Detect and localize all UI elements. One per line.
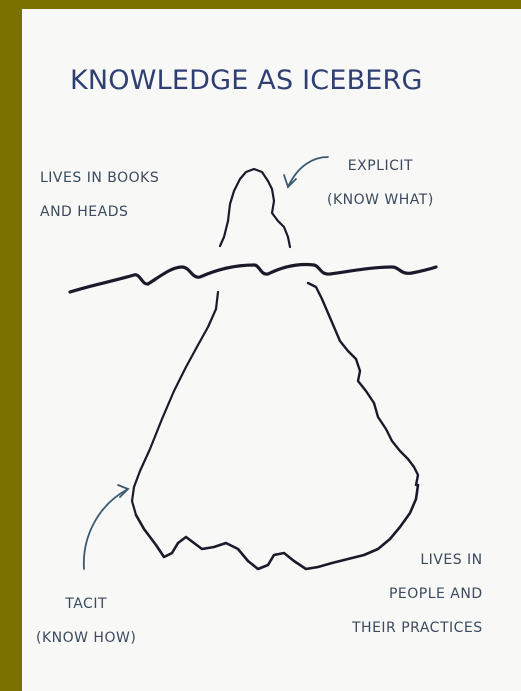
paper-sheet: KNOWLEDGE AS ICEBERG LIVES IN BOOKS AND … [22,9,521,691]
iceberg-left-side [132,292,218,515]
iceberg-tip [220,169,290,247]
iceberg-drawing [22,9,521,691]
iceberg-bottom [136,485,418,569]
explicit-arrow [288,157,328,187]
water-line [70,264,436,292]
tacit-arrow [84,489,128,569]
iceberg-right-side [308,283,418,485]
